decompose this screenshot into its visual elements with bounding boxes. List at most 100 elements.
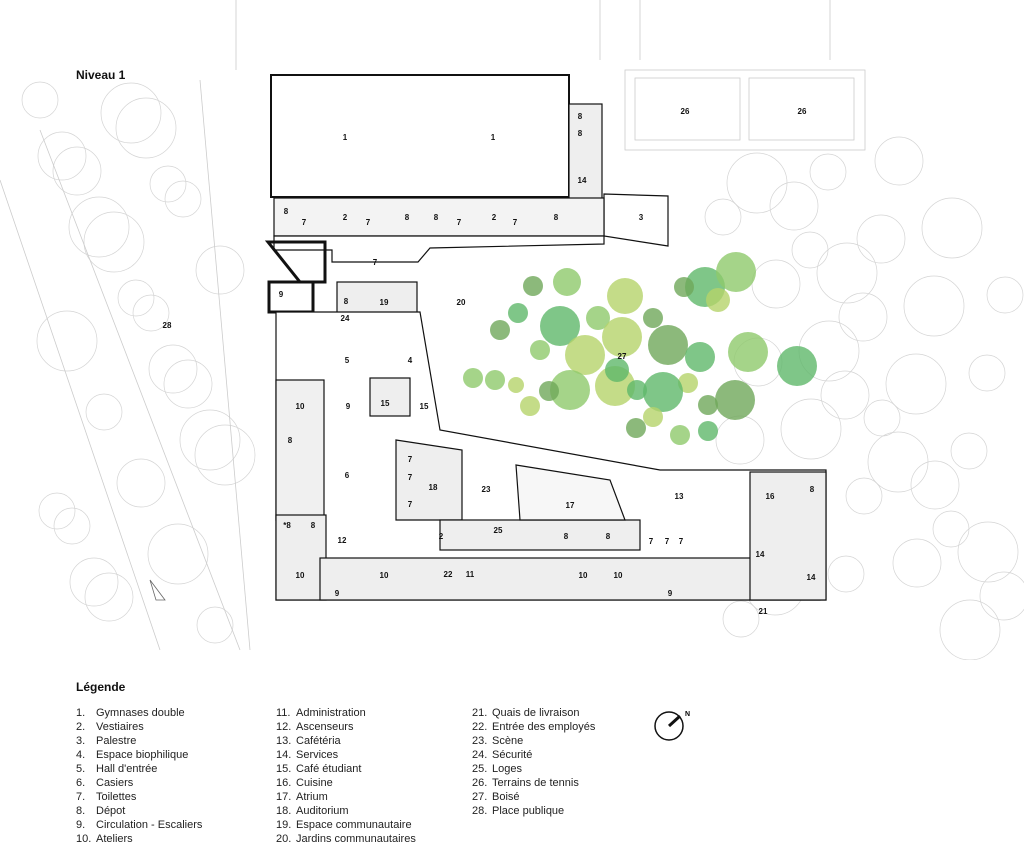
room-number-label: 9: [668, 589, 673, 598]
room-number-label: 20: [457, 298, 466, 307]
room-number-label: 27: [618, 352, 627, 361]
room-number-label: 9: [346, 402, 351, 411]
tree-outline: [939, 599, 1001, 660]
legend-item-label: Boisé: [492, 791, 520, 803]
room-number-label: 4: [408, 356, 413, 365]
tree-outline: [820, 370, 870, 420]
room-number-label: 8: [810, 485, 815, 494]
tree-canopy: [520, 396, 540, 416]
room-number-label: 5: [345, 356, 350, 365]
tree-canopy: [565, 335, 605, 375]
room-number-label: 2: [343, 213, 348, 222]
north-label: N: [685, 711, 690, 718]
room-number-label: 7: [373, 258, 378, 267]
tree-outline: [21, 81, 59, 119]
building-outline: [264, 74, 827, 601]
legend-item-label: Ascenseurs: [296, 721, 354, 733]
room-number-label: 8: [405, 213, 410, 222]
legend-item-number: 15.: [276, 763, 292, 775]
room-number-label: 3: [639, 213, 644, 222]
room-number-label: 10: [614, 571, 623, 580]
tree-outline: [885, 353, 947, 415]
tree-outline: [179, 409, 241, 471]
tree-outline: [163, 359, 213, 409]
legend-item: 14.Services: [276, 748, 416, 762]
legend-item: 10.Ateliers: [76, 832, 202, 846]
tree-canopy: [643, 372, 683, 412]
legend-item: 25.Loges: [472, 762, 595, 776]
tree-canopy: [553, 268, 581, 296]
room-number-label: 24: [341, 314, 350, 323]
legend-item: 5.Hall d'entrée: [76, 762, 202, 776]
room-number-label: 8: [311, 521, 316, 530]
legend-item: 3.Palestre: [76, 734, 202, 748]
tree-outline: [856, 214, 906, 264]
room-number-label: 26: [681, 107, 690, 116]
legend-item-label: Atrium: [296, 791, 328, 803]
room-number-label: 8: [284, 207, 289, 216]
tree-canopy: [602, 317, 642, 357]
tree-outline: [715, 415, 765, 465]
room-number-label: 9: [335, 589, 340, 598]
legend-item: 15. Café étudiant: [276, 762, 416, 776]
tree-outline: [195, 245, 245, 295]
room-number-label: 7: [679, 537, 684, 546]
room-number-label: 15: [381, 399, 390, 408]
tree-canopy: [463, 368, 483, 388]
room-number-label: 15: [420, 402, 429, 411]
tree-canopy: [530, 340, 550, 360]
legend-item-label: Services: [296, 749, 339, 761]
wooded-area-trees: [463, 252, 817, 445]
legend-item: 28.Place publique: [472, 804, 595, 818]
tree-canopy: [698, 421, 718, 441]
tree-outline: [53, 507, 91, 545]
room-number-label: 28: [163, 321, 172, 330]
legend-item: 11.Administration: [276, 706, 416, 720]
tree-outline: [117, 279, 155, 317]
legend-item-label: Café étudiant: [296, 763, 362, 775]
tree-canopy: [643, 407, 663, 427]
surrounding-trees-outline: [21, 81, 1024, 660]
legend-item: 21.Quais de livraison: [472, 706, 595, 720]
tree-outline: [867, 431, 929, 493]
legend-item-number: 13.: [276, 735, 292, 747]
legend-item-label: Palestre: [96, 735, 137, 747]
tree-outline: [116, 458, 166, 508]
room-number-label: 10: [380, 571, 389, 580]
legend-item-label: Cuisine: [296, 777, 333, 789]
legend-item: 6.Casiers: [76, 776, 202, 790]
tree-canopy: [508, 303, 528, 323]
tree-outline: [36, 310, 98, 372]
tree-canopy: [485, 370, 505, 390]
tree-outline: [84, 572, 134, 622]
legend-item-label: Espace biophilique: [96, 749, 189, 761]
tree-outline: [68, 196, 130, 258]
tree-outline: [892, 538, 942, 588]
tree-outline: [986, 276, 1024, 314]
tree-outline: [37, 131, 87, 181]
legend-item-label: Toilettes: [96, 791, 137, 803]
legend-item-label: Quais de livraison: [492, 707, 580, 719]
legend-item: 27.Boisé: [472, 790, 595, 804]
room-number-label: 14: [756, 550, 765, 559]
legend-item: 19.Espace communautaire: [276, 818, 416, 832]
tree-outline: [196, 606, 234, 644]
legend-item: 7.Toilettes: [76, 790, 202, 804]
tree-canopy: [550, 370, 590, 410]
tree-outline: [903, 275, 965, 337]
legend-item: 22.Entrée des employés: [472, 720, 595, 734]
room-number-label: 18: [429, 483, 438, 492]
legend-item-number: 24.: [472, 749, 488, 761]
tree-outline: [780, 398, 842, 460]
legend-item-number: 9.: [76, 819, 86, 831]
room-number-label: 10: [579, 571, 588, 580]
tree-outline: [910, 460, 960, 510]
room-number-label: 23: [482, 485, 491, 494]
tree-outline: [132, 294, 170, 332]
tree-canopy: [777, 346, 817, 386]
room-number-label: 7: [302, 218, 307, 227]
